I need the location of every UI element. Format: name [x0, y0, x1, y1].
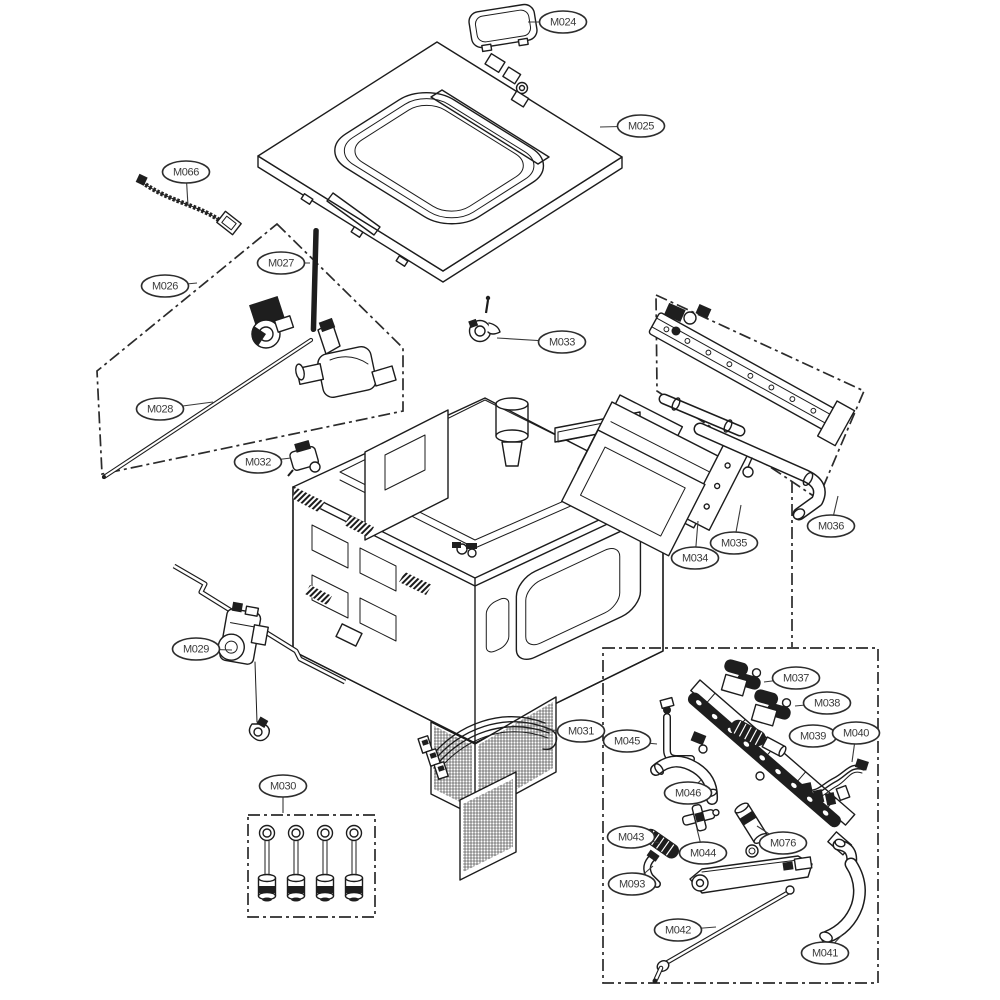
svg-text:M024: M024: [550, 17, 576, 29]
svg-text:M040: M040: [843, 728, 869, 740]
svg-text:M030: M030: [270, 781, 296, 793]
svg-text:M028: M028: [147, 404, 173, 416]
drain-pump: [249, 295, 295, 349]
part-label-M034: M034: [670, 520, 720, 570]
part-label-M031: M031: [545, 719, 606, 743]
shipping-bolt-kit: [247, 814, 376, 918]
he-core-m034: [560, 429, 706, 557]
svg-text:M066: M066: [173, 167, 199, 179]
part-label-M035: M035: [709, 504, 759, 555]
part-label-M028: M028: [135, 397, 214, 421]
svg-text:M027: M027: [268, 258, 294, 270]
svg-text:M031: M031: [568, 726, 594, 738]
svg-text:M032: M032: [245, 457, 271, 469]
svg-text:M036: M036: [818, 521, 844, 533]
part-label-M033: M033: [496, 330, 587, 354]
top-cover-cap: [468, 3, 538, 53]
damper-rod-assembly: [172, 563, 347, 742]
svg-text:M035: M035: [721, 538, 747, 550]
part-label-M024: M024: [528, 10, 588, 34]
part-label-M076: M076: [756, 825, 808, 855]
svg-text:M033: M033: [549, 337, 575, 349]
dispenser-rod: [310, 228, 319, 332]
part-label-M040: M040: [831, 721, 881, 763]
svg-text:M093: M093: [619, 879, 645, 891]
sub-assembly-region-m026: [96, 222, 404, 476]
valve-harness: [801, 758, 869, 806]
wire-harness: [417, 716, 558, 780]
svg-text:M041: M041: [812, 948, 838, 960]
svg-text:M026: M026: [152, 281, 178, 293]
part-label-M036: M036: [806, 495, 856, 538]
svg-text:M029: M029: [183, 644, 209, 656]
hose-valve-assembly: [643, 659, 869, 984]
sensor-wire: [135, 173, 242, 236]
part-label-M025: M025: [599, 114, 666, 138]
svg-text:M025: M025: [628, 121, 654, 133]
part-label-M026: M026: [140, 274, 198, 298]
svg-text:M044: M044: [690, 848, 716, 860]
part-label-M093: M093: [607, 865, 657, 896]
svg-text:M038: M038: [814, 698, 840, 710]
svg-text:M042: M042: [665, 925, 691, 937]
part-label-M038: M038: [794, 691, 852, 715]
check-valve: [468, 295, 501, 343]
part-label-M066: M066: [161, 160, 211, 207]
part-label-M043: M043: [606, 825, 661, 849]
part-label-M027: M027: [256, 251, 310, 275]
svg-text:M037: M037: [783, 673, 809, 685]
svg-text:M076: M076: [770, 838, 796, 850]
suspension-rod: [101, 337, 314, 480]
part-label-M045: M045: [602, 729, 658, 753]
part-label-M041: M041: [800, 934, 850, 965]
inlet-rail-assembly: [648, 302, 856, 521]
svg-text:M046: M046: [675, 788, 701, 800]
part-label-M037: M037: [763, 666, 821, 690]
svg-text:M034: M034: [682, 553, 708, 565]
part-label-M039: M039: [788, 724, 838, 748]
svg-text:M039: M039: [800, 731, 826, 743]
hose-assembly-region: [602, 647, 879, 984]
part-label-M029: M029: [171, 637, 233, 661]
part-label-M046: M046: [663, 779, 713, 805]
part-label-M042: M042: [653, 918, 717, 942]
lid-lock-bracket: [287, 439, 321, 477]
part-label-M044: M044: [678, 828, 728, 865]
part-label-M030: M030: [258, 774, 308, 813]
svg-text:M045: M045: [614, 736, 640, 748]
svg-text:M043: M043: [618, 832, 644, 844]
heat-exchanger-assembly: [560, 394, 750, 557]
part-label-M032: M032: [233, 450, 292, 474]
top-plate: [258, 42, 622, 282]
circulation-pump: [295, 317, 397, 398]
